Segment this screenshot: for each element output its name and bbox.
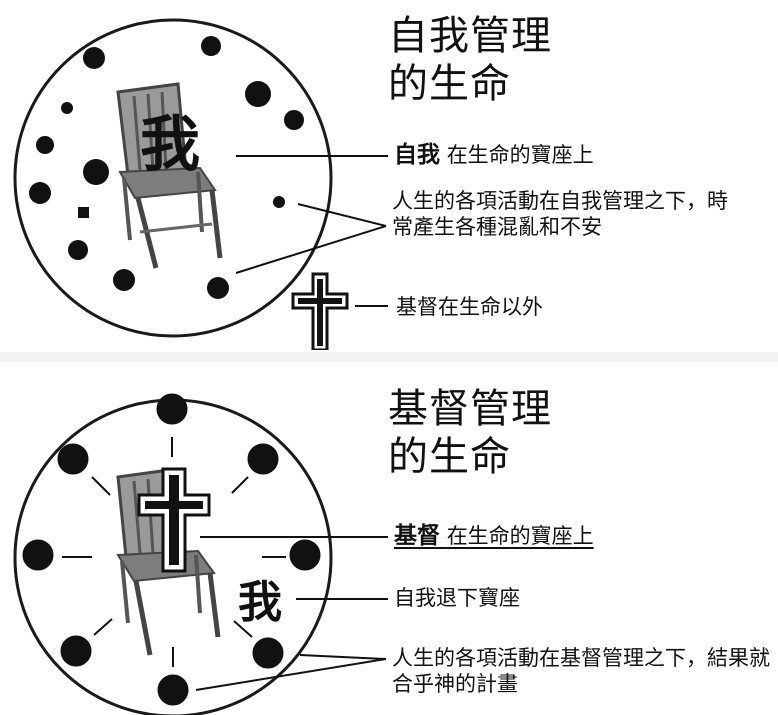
- activity-dot: [207, 277, 229, 299]
- panel-title: 自我管理 的生命: [388, 12, 552, 108]
- activity-dot: [247, 443, 279, 475]
- activity-dot: [83, 159, 109, 185]
- christ-directed-life-diagram: 我: [13, 393, 388, 715]
- activity-dot: [245, 81, 271, 107]
- cross-icon: [291, 272, 349, 350]
- activity-dot: [273, 196, 285, 208]
- caption-text: 人生的各項活動在基督管理之下，結果就合乎神的計畫: [392, 646, 770, 696]
- activity-dot: [284, 110, 304, 130]
- activity-dot: [78, 207, 89, 218]
- title-line: 基督管理: [388, 386, 552, 432]
- activities-caption: 人生的各項活動在基督管理之下，結果就合乎神的計畫: [392, 645, 772, 697]
- activity-dot: [157, 674, 189, 706]
- activity-dot: [36, 136, 54, 154]
- activity-dot: [29, 182, 51, 204]
- spoke: [231, 476, 249, 494]
- self-directed-life-panel: 我 自我管理 的生命 自我 在生命的寶座上 人生的各項活動在自我管理之下，時常產…: [0, 0, 778, 350]
- self-directed-life-diagram: 我: [13, 18, 388, 350]
- activity-dot: [113, 269, 135, 291]
- activity-dot: [22, 539, 54, 571]
- activity-dot: [61, 102, 73, 114]
- throne-chair-icon: [116, 82, 223, 269]
- ordered-activity-dots: [22, 393, 321, 706]
- activity-dot: [68, 240, 88, 260]
- activity-dot: [252, 637, 284, 669]
- activities-caption: 人生的各項活動在自我管理之下，時常產生各種混亂和不安: [392, 188, 737, 240]
- activity-dot: [60, 635, 92, 667]
- christ-directed-life-panel: 我 基督管理 的生命 基督 在生: [0, 365, 778, 715]
- leader-line: [299, 654, 387, 660]
- spoke: [93, 618, 113, 636]
- title-line: 自我管理: [388, 13, 552, 59]
- panel-divider: [0, 352, 778, 362]
- caption-text: 基督在生命以外: [396, 295, 543, 319]
- caption-text: 自我退下寶座: [394, 586, 520, 610]
- leader-line: [235, 225, 387, 274]
- leader-line: [297, 203, 387, 227]
- cross-on-throne-icon: [137, 467, 211, 573]
- self-on-throne-caption: 自我 在生命的寶座上: [394, 142, 594, 168]
- life-circle: [13, 18, 333, 338]
- title-line: 的生命: [388, 434, 511, 480]
- spoke: [233, 620, 253, 638]
- caption-rest: 在生命的寶座上: [446, 524, 594, 548]
- title-line: 的生命: [388, 61, 511, 107]
- activity-dot: [57, 443, 89, 475]
- leader-line: [195, 658, 387, 691]
- activity-dot: [83, 47, 105, 69]
- caption-bold: 基督: [394, 523, 440, 549]
- activity-dot: [201, 36, 221, 56]
- christ-on-throne-caption: 基督 在生命的寶座上: [394, 523, 594, 549]
- life-activity-dots: [29, 36, 304, 299]
- christ-outside-caption: 基督在生命以外: [396, 294, 543, 320]
- activity-dot: [289, 539, 321, 571]
- self-dethroned-caption: 自我退下寶座: [394, 585, 520, 611]
- self-dethroned-label: 我: [238, 577, 282, 628]
- panel-title: 基督管理 的生命: [388, 385, 552, 481]
- spoke: [91, 476, 111, 496]
- caption-rest: 在生命的寶座上: [446, 143, 594, 167]
- caption-text: 人生的各項活動在自我管理之下，時常產生各種混亂和不安: [392, 189, 728, 239]
- activity-dot: [156, 393, 188, 425]
- self-on-throne-label: 我: [140, 110, 200, 180]
- caption-bold: 自我: [394, 142, 440, 168]
